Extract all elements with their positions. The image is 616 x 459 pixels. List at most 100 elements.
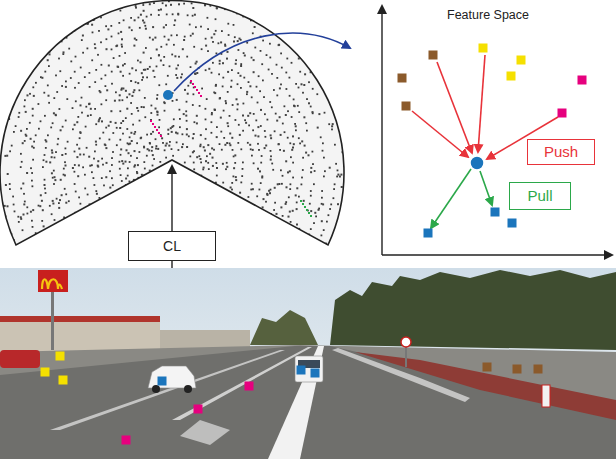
lidar-point: [225, 100, 227, 102]
lidar-point: [144, 25, 146, 27]
lidar-point: [20, 188, 22, 190]
lidar-point: [301, 83, 303, 85]
lidar-point: [293, 105, 295, 107]
lane-marking: [268, 346, 324, 459]
lidar-point: [65, 202, 67, 204]
lidar-point: [137, 82, 139, 84]
lidar-point: [321, 259, 323, 261]
lidar-point: [216, 136, 218, 138]
lidar-point: [143, 0, 145, 1]
lidar-point: [179, 180, 181, 182]
lidar-point: [109, 187, 111, 189]
lidar-point: [184, 89, 186, 91]
lidar-point: [252, 129, 254, 131]
lidar-point: [212, 165, 214, 167]
lidar-point: [76, 156, 78, 158]
lidar-point: [159, 161, 161, 163]
lidar-point: [219, 217, 221, 219]
lidar-point: [223, 137, 225, 139]
lidar-point: [320, 136, 322, 138]
lidar-point: [16, 93, 18, 95]
lidar-point: [224, 194, 226, 196]
lidar-point: [156, 129, 158, 131]
lidar-point: [53, 112, 55, 114]
lidar-point: [253, 217, 255, 219]
lidar-point: [156, 49, 158, 51]
lidar-point: [339, 176, 341, 178]
lidar-point: [162, 226, 164, 228]
lidar-point: [39, 242, 41, 244]
lidar-point: [289, 95, 291, 97]
lidar-point: [231, 182, 233, 184]
lidar-point: [23, 79, 25, 81]
box-label: CL: [163, 238, 181, 254]
lidar-point: [151, 211, 153, 213]
lidar-point: [339, 217, 341, 219]
lidar-point: [177, 187, 179, 189]
lidar-point: [84, 18, 86, 20]
lidar-point: [150, 14, 152, 16]
lidar-point: [77, 116, 79, 118]
lidar-point: [211, 72, 213, 74]
lidar-point: [295, 125, 297, 127]
lidar-point: [143, 52, 145, 54]
lidar-point: [165, 83, 167, 85]
lidar-point: [166, 14, 168, 16]
lidar-point: [169, 195, 171, 197]
lidar-point: [302, 235, 304, 237]
lidar-point: [173, 24, 175, 26]
lidar-point: [287, 137, 289, 139]
lidar-point: [227, 91, 229, 93]
lidar-point: [198, 155, 200, 157]
lidar-point: [140, 137, 142, 139]
lidar-point: [266, 193, 268, 195]
lidar-point: [333, 188, 335, 190]
lidar-point: [184, 175, 186, 177]
lidar-point: [335, 163, 337, 165]
post: [542, 385, 550, 407]
lidar-point: [204, 187, 206, 189]
lidar-point: [93, 158, 95, 160]
lidar-point: [275, 227, 277, 229]
lidar-point: [291, 62, 293, 64]
lidar-point: [220, 117, 222, 119]
lidar-point: [192, 137, 194, 139]
lidar-point: [248, 196, 250, 198]
lidar-point: [323, 157, 325, 159]
lidar-point: [215, 212, 217, 214]
lidar-point: [276, 239, 278, 241]
lidar-point: [215, 18, 217, 20]
lidar-point: [223, 228, 225, 230]
lidar-point: [222, 163, 224, 165]
lidar-point: [323, 229, 325, 231]
lidar-point: [182, 143, 184, 145]
lidar-point: [226, 142, 228, 144]
lidar-point: [271, 106, 273, 108]
lidar-point: [96, 211, 98, 213]
lidar-point: [120, 174, 122, 176]
lidar-point: [125, 90, 127, 92]
lidar-point: [0, 135, 1, 137]
lidar-point: [165, 145, 167, 147]
pull-arrow: [431, 169, 471, 228]
lidar-point: [182, 133, 184, 135]
lidar-point: [218, 193, 220, 195]
lidar-point: [284, 105, 286, 107]
lidar-point: [233, 24, 235, 26]
lidar-point: [321, 235, 323, 237]
lidar-point: [186, 208, 188, 210]
lidar-point: [184, 226, 186, 228]
lidar-point: [120, 31, 122, 33]
lidar-point: [99, 257, 101, 259]
lidar-point: [193, 168, 195, 170]
lidar-point: [177, 64, 179, 66]
lidar-point: [179, 118, 181, 120]
lidar-point: [349, 169, 351, 171]
lidar-point: [143, 10, 145, 12]
lidar-point: [153, 266, 155, 268]
ground: [0, 345, 616, 459]
lidar-point: [173, 44, 175, 46]
lidar-point: [186, 101, 188, 103]
lidar-point: [23, 193, 25, 195]
lidar-point: [56, 198, 58, 200]
